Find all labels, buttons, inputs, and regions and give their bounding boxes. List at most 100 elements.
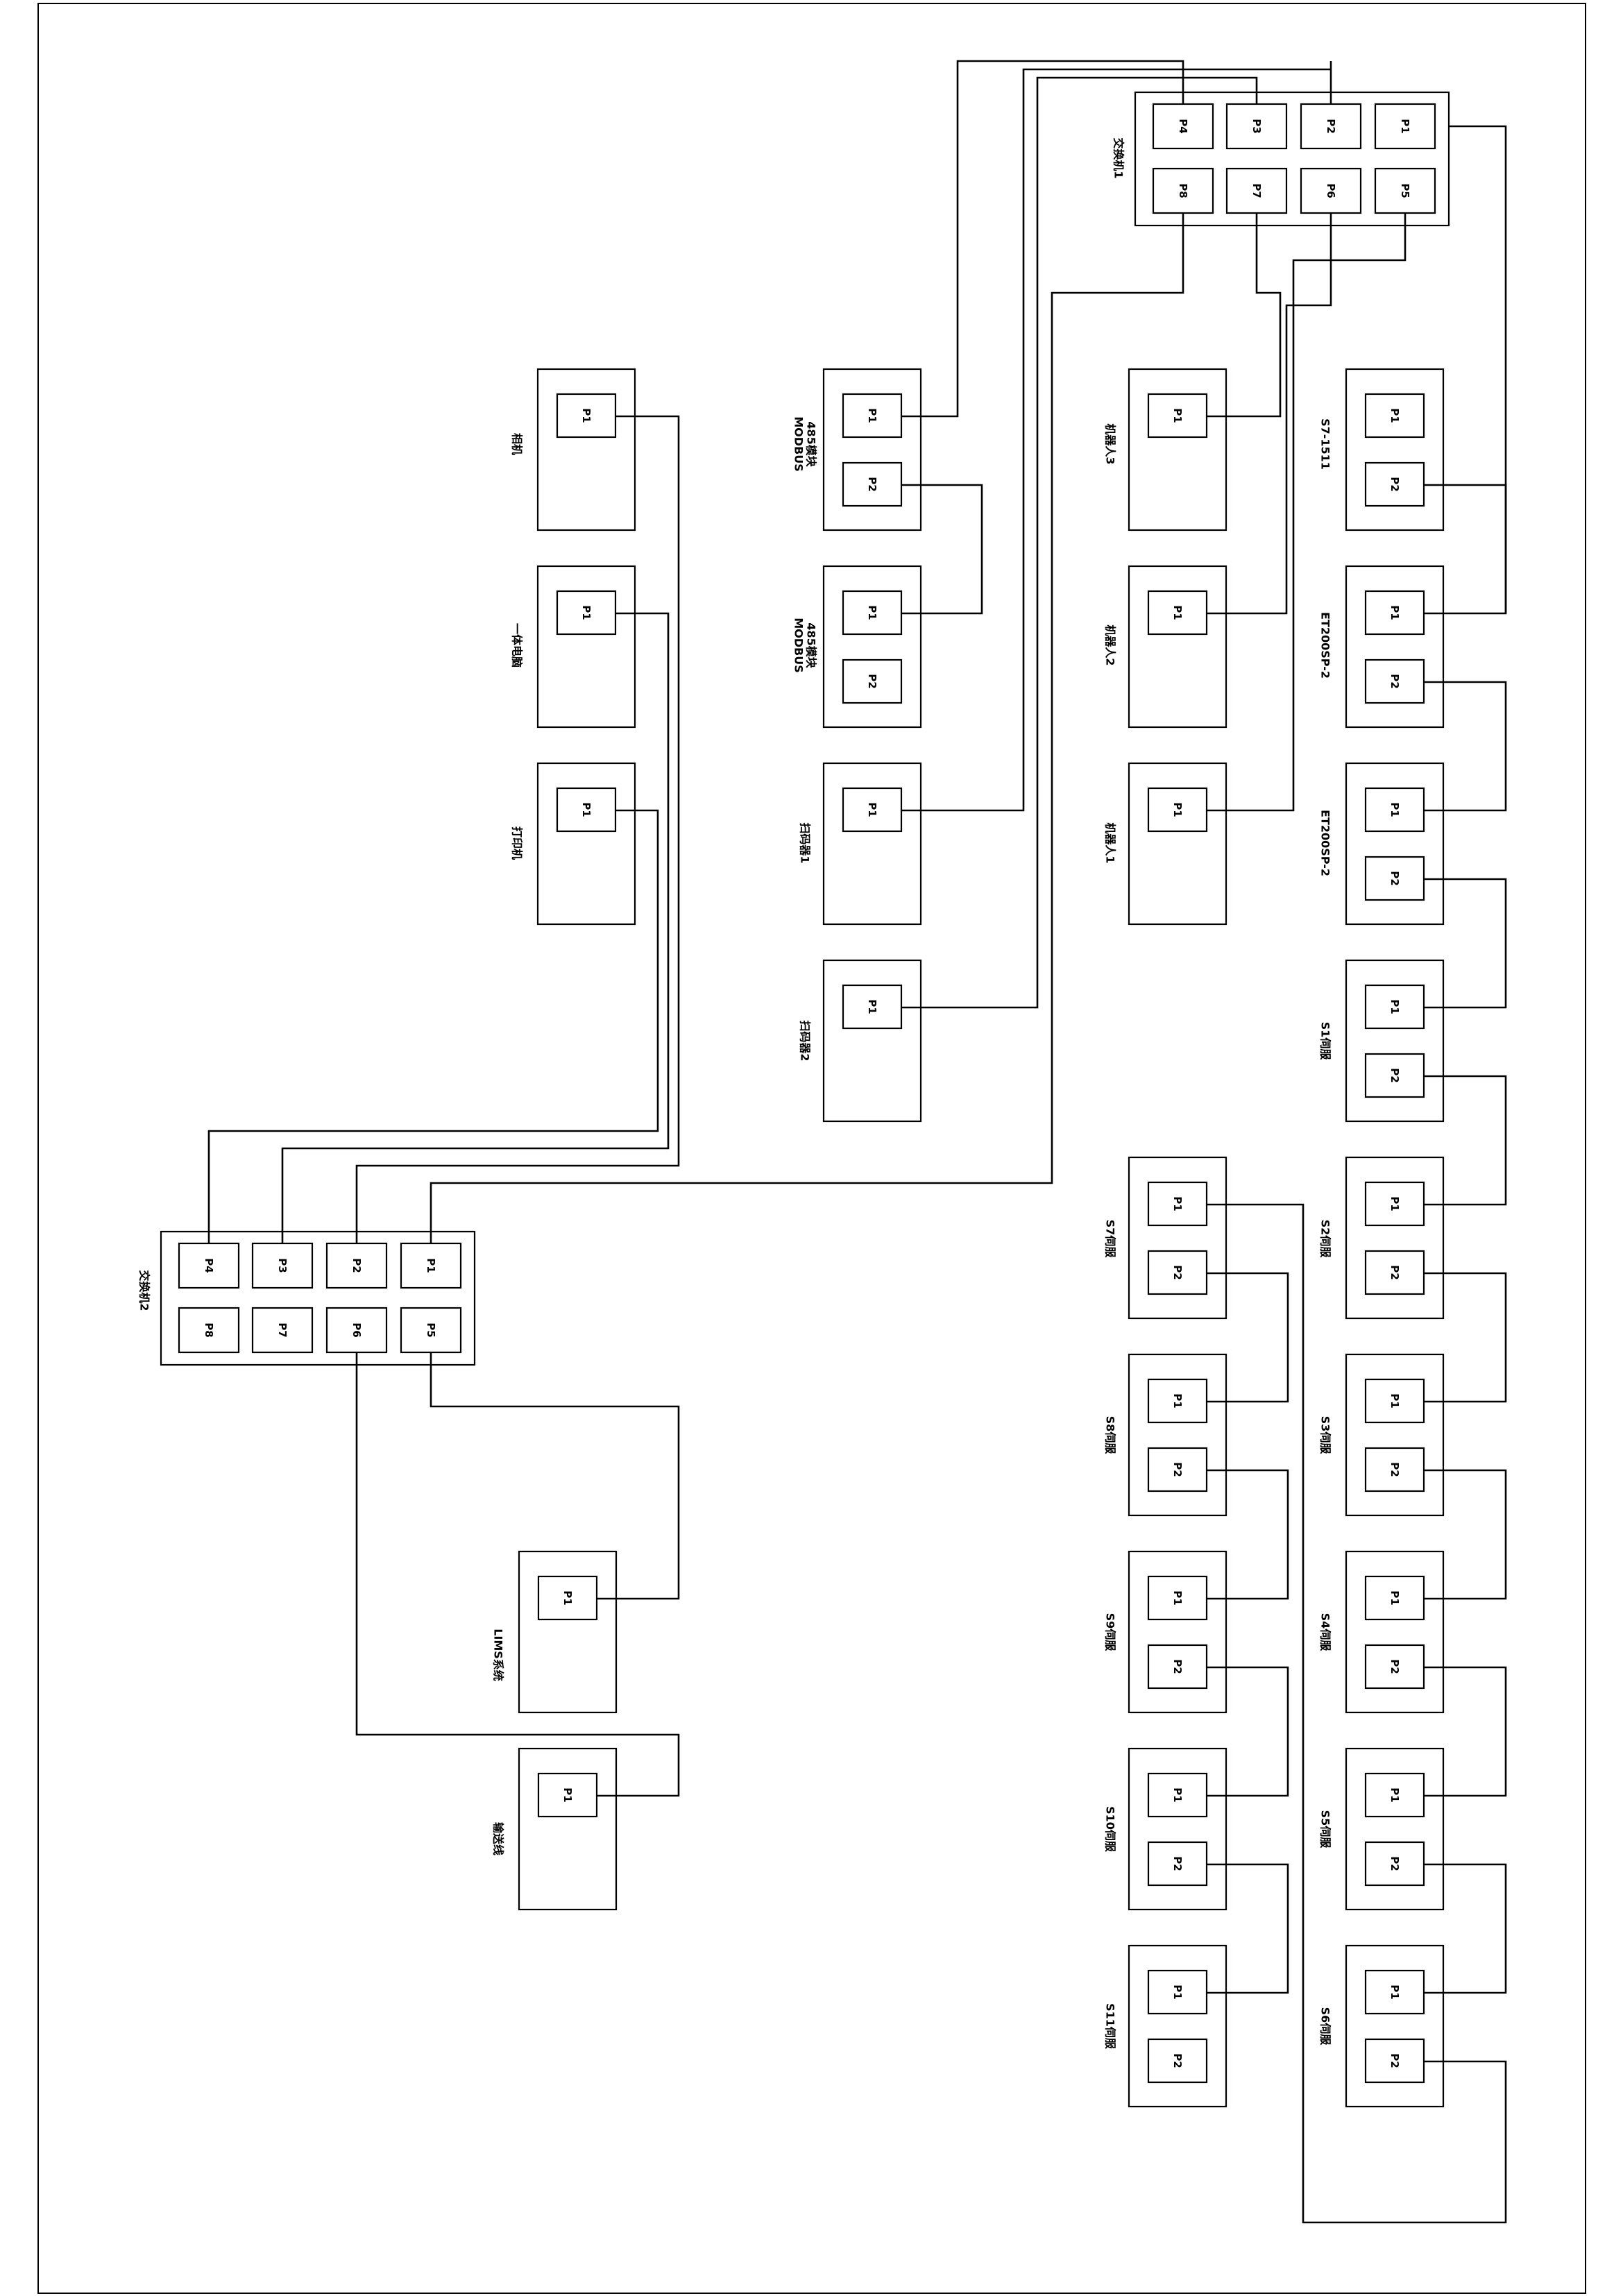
s4-label: S4伺服 <box>1319 1613 1332 1652</box>
s8-port-label: P1 <box>1171 1393 1184 1408</box>
s71511-port-p1 <box>1364 393 1425 439</box>
robot2-label-text: 机器人2 <box>1104 624 1117 665</box>
s1-port-label: P2 <box>1388 1068 1401 1082</box>
modbus1-port-p2 <box>842 461 903 507</box>
modbus1-body <box>822 368 922 532</box>
robot1-port-label: P1 <box>1171 802 1184 817</box>
et200sp2a-port-p1 <box>1364 590 1425 636</box>
s10-port-p1 <box>1147 1772 1208 1818</box>
sw1-port-label: P5 <box>1399 183 1411 198</box>
cable-sw1-p5-to-robot1-p1 <box>1207 213 1407 812</box>
robot3-label: 机器人3 <box>1104 423 1117 464</box>
et200sp2b-label-text: ET200SP-2 <box>1319 810 1332 876</box>
s11-label-text: S11伺服 <box>1104 2003 1117 2050</box>
robot2-body <box>1128 565 1227 729</box>
sw2-port-label: P4 <box>203 1258 215 1273</box>
sw2-port-label: P7 <box>276 1323 289 1337</box>
s10-label-text: S10伺服 <box>1104 1806 1117 1853</box>
s9-port-label: P1 <box>1171 1590 1184 1605</box>
s2-port-p2 <box>1364 1250 1425 1295</box>
s10-port-label: P1 <box>1171 1787 1184 1802</box>
camera-label-text: 相机 <box>511 433 524 455</box>
s8-port-label: P2 <box>1171 1462 1184 1477</box>
aio_pc-label: 一体电脑 <box>511 623 524 667</box>
s11-port-label: P2 <box>1171 2053 1184 2068</box>
conveyor-label: 输送线 <box>492 1822 505 1855</box>
s3-body <box>1345 1353 1445 1517</box>
cable-s10-p2-to-s11-p1 <box>1207 1863 1289 1994</box>
cable-s5-p2-to-s6-p1 <box>1424 1863 1507 1994</box>
s6-label: S6伺服 <box>1319 2007 1332 2046</box>
s9-port-label: P2 <box>1171 1659 1184 1674</box>
sw2-port-label: P2 <box>350 1258 363 1273</box>
s71511-port-p2 <box>1364 461 1425 507</box>
s11-body <box>1128 1944 1227 2108</box>
scanner2-label-text: 扫码器2 <box>799 1020 812 1061</box>
s11-label: S11伺服 <box>1104 2003 1117 2050</box>
printer-label: 打印机 <box>511 826 524 860</box>
sw2-port-p8 <box>178 1307 240 1354</box>
et200sp2a-body <box>1345 565 1445 729</box>
modbus1-port-p1 <box>842 393 903 439</box>
modbus1-port-label: P1 <box>866 408 878 423</box>
cable-s8-p2-to-s9-p1 <box>1207 1469 1289 1600</box>
printer-port-p1 <box>556 787 617 833</box>
camera-port-label: P1 <box>580 408 593 423</box>
s2-label: S2伺服 <box>1319 1220 1332 1259</box>
sw1-port-p3 <box>1225 103 1288 150</box>
s7-port-label: P1 <box>1171 1196 1184 1211</box>
cable-sw1-p3-to-scanner2-p1 <box>901 76 1258 1009</box>
s8-port-p2 <box>1147 1447 1208 1493</box>
sw1-body <box>1134 91 1450 227</box>
s5-port-p2 <box>1364 1841 1425 1887</box>
drawing-frame <box>37 3 1586 2294</box>
cable-et200sp2b-p2-to-s1-p1 <box>1424 878 1507 1009</box>
s5-port-p1 <box>1364 1772 1425 1818</box>
sw1-port-label: P6 <box>1325 183 1337 198</box>
lims-label-text: LIMS系统 <box>492 1629 505 1681</box>
s1-port-p2 <box>1364 1053 1425 1098</box>
s4-port-p2 <box>1364 1644 1425 1690</box>
s7-label-text: S7伺服 <box>1104 1220 1117 1259</box>
modbus1-label-text: MODBUS <box>792 416 806 472</box>
sw1-port-label: P4 <box>1177 119 1189 133</box>
s6-port-label: P1 <box>1388 1984 1401 1999</box>
et200sp2b-port-label: P2 <box>1388 871 1401 885</box>
cable-s71511-p2-to-et200sp2a-p1 <box>1424 484 1507 613</box>
sw1-port-p1 <box>1374 103 1436 150</box>
s1-label: S1伺服 <box>1319 1022 1332 1061</box>
s6-port-p2 <box>1364 2038 1425 2084</box>
scanner2-body <box>822 959 922 1123</box>
modbus2-body <box>822 565 922 729</box>
cable-modbus1-p2-to-modbus2-p1 <box>901 484 983 615</box>
camera-label: 相机 <box>511 433 524 455</box>
sw1-port-label: P7 <box>1250 183 1263 198</box>
lims-body <box>518 1550 618 1714</box>
s5-port-label: P1 <box>1388 1787 1401 1802</box>
s10-port-p2 <box>1147 1841 1208 1887</box>
s10-body <box>1128 1747 1227 1911</box>
sw1-port-p8 <box>1152 167 1214 214</box>
s11-port-label: P1 <box>1171 1984 1184 1999</box>
cable-s2-p2-to-s3-p1 <box>1424 1272 1507 1403</box>
s5-body <box>1345 1747 1445 1911</box>
s5-label: S5伺服 <box>1319 1810 1332 1849</box>
s8-label: S8伺服 <box>1104 1416 1117 1455</box>
lims-port-p1 <box>537 1575 598 1621</box>
sw2-port-p5 <box>400 1307 462 1354</box>
s4-port-p1 <box>1364 1575 1425 1621</box>
modbus2-port-label: P2 <box>866 674 878 688</box>
sw2-label-text: 交换机2 <box>138 1270 151 1311</box>
